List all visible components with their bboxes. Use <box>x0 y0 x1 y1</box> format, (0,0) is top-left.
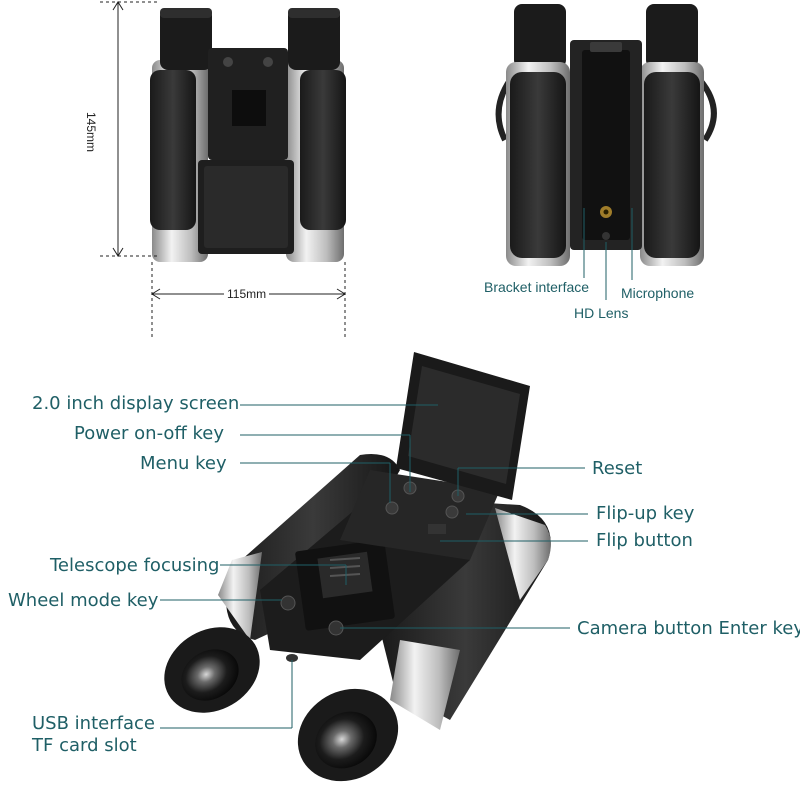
menu-key-label: Menu key <box>140 453 227 474</box>
callout-lines <box>160 404 588 729</box>
tf-card-slot-label: TF card slot <box>32 735 137 756</box>
hd-lens-label: HD Lens <box>574 305 629 321</box>
wheel-mode-key-label: Wheel mode key <box>8 590 159 611</box>
microphone-label: Microphone <box>621 285 695 301</box>
back-view-binocular <box>495 4 717 300</box>
reset-label: Reset <box>592 458 643 479</box>
telescope-focusing-label: Telescope focusing <box>50 555 220 576</box>
camera-button-label: Camera button Enter key <box>577 618 800 639</box>
usb-interface-label: USB interface <box>32 713 155 734</box>
power-key-label: Power on-off key <box>74 423 225 444</box>
display-screen-label: 2.0 inch display screen <box>32 393 240 414</box>
flip-button-label: Flip button <box>596 530 693 551</box>
height-dimension-label: 145mm <box>84 110 98 155</box>
perspective-binocular <box>164 352 551 782</box>
bracket-interface-label: Bracket interface <box>484 279 590 295</box>
front-view-binocular <box>150 8 346 262</box>
width-dimension-label: 115mm <box>224 287 270 301</box>
flip-up-key-label: Flip-up key <box>596 503 695 524</box>
